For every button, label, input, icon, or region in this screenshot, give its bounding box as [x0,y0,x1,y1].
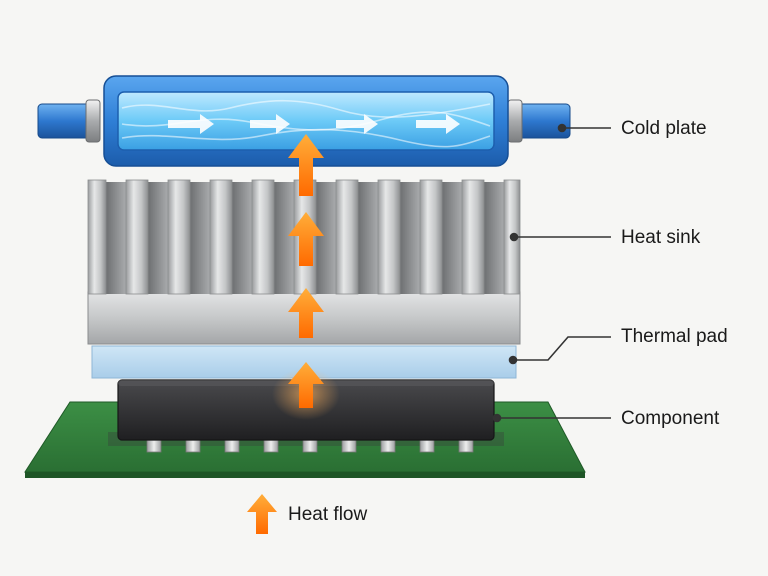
up-arrow-icon [288,134,324,408]
label-heat-sink: Heat sink [621,227,701,248]
leader-line-thermal-pad [516,336,611,361]
label-cold-plate: Cold plate [621,118,707,139]
outlet-collar [507,99,523,143]
label-component: Component [621,408,720,429]
leader-dot-cold-plate [557,123,567,133]
right-arrow-icon [168,114,460,134]
callout-lines [492,123,611,423]
leader-dot-heat-sink [509,232,519,242]
leader-dot-thermal-pad [508,355,518,365]
heat-sink-fins [87,179,521,295]
inlet-collar [85,99,101,143]
leader-dot-component [492,413,502,423]
cold-plate [37,75,571,167]
heat-sink [87,179,521,345]
heat-flow-legend-icon [247,494,277,534]
label-thermal-pad: Thermal pad [621,326,728,347]
label-heat-flow: Heat flow [288,504,368,525]
